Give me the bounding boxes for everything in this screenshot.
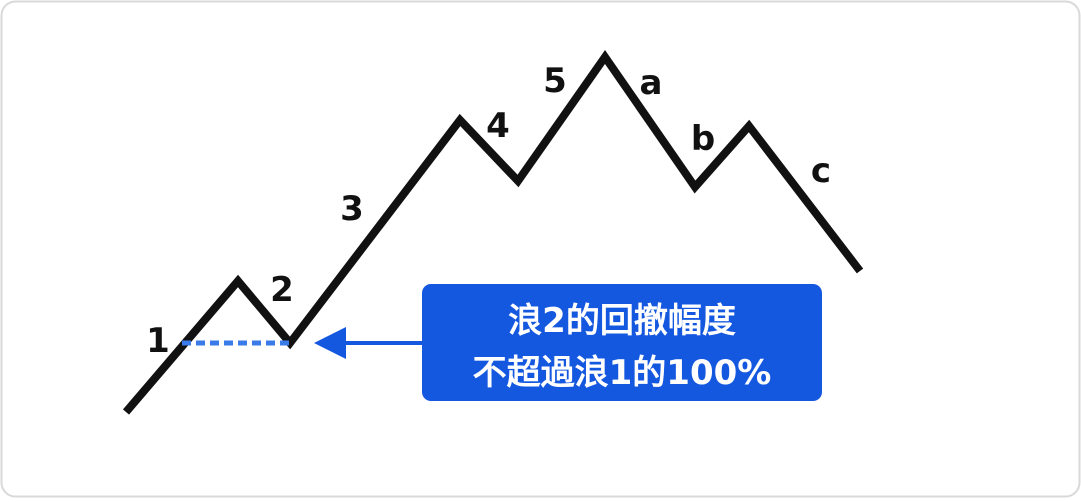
callout-arrow-head: [314, 327, 346, 359]
callout-line-2: 不超過浪1的100%: [473, 353, 772, 393]
wave-label-1: 1: [146, 321, 170, 361]
wave-label-4: 4: [486, 106, 510, 146]
wave-label-5: 5: [543, 61, 567, 101]
wave-label-b: b: [691, 119, 715, 159]
wave-label-c: c: [811, 151, 831, 191]
wave-label-a: a: [640, 63, 663, 103]
callout-line-1: 浪2的回撤幅度: [508, 301, 736, 341]
wave-label-2: 2: [270, 270, 294, 310]
wave-label-3: 3: [340, 189, 364, 229]
wave-line: [122, 50, 864, 415]
callout-box: [422, 284, 822, 401]
